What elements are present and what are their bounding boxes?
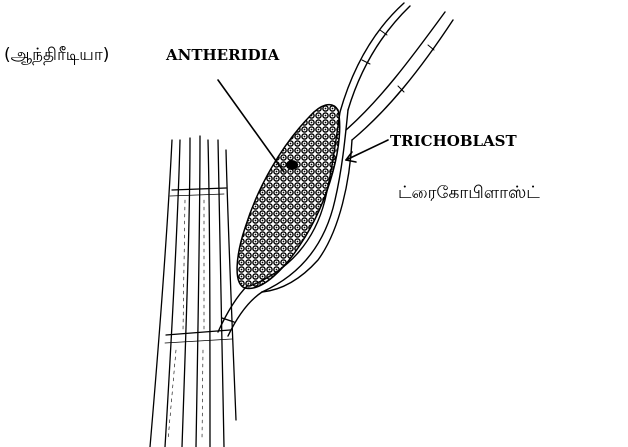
label-antheridia: ANTHERIDIA: [165, 46, 280, 64]
label-trichoblast-tamil: ட்ரைகோபிளாஸ்ட்: [398, 183, 540, 203]
antheridia-cluster: [237, 105, 340, 289]
label-trichoblast: TRICHOBLAST: [390, 132, 518, 150]
label-antheridia-tamil: (ஆந்திரீடியா): [4, 45, 109, 65]
thallus-axis: [150, 136, 236, 447]
